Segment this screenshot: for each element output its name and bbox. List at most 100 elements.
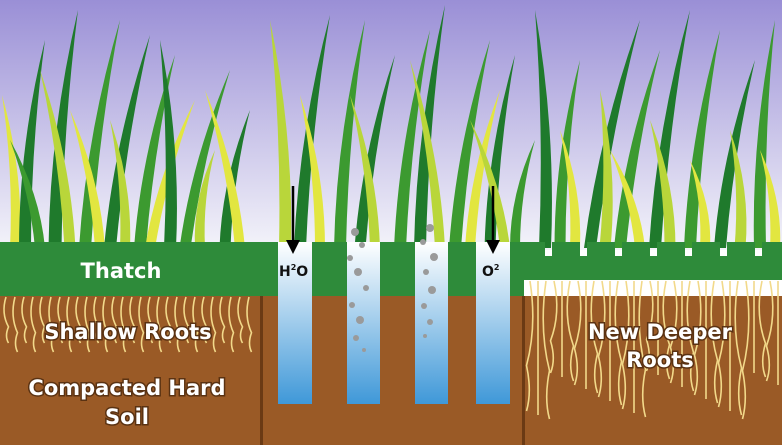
root-strand	[75, 296, 82, 344]
grass-blade	[10, 140, 45, 248]
soil-divider-right	[522, 296, 525, 445]
grass-blade	[410, 60, 445, 248]
grass-blade	[300, 95, 325, 248]
pebble	[354, 268, 362, 276]
pebble	[428, 286, 436, 294]
root-strand	[147, 296, 154, 344]
grass-blade	[354, 55, 395, 248]
aeration-channel-oxygen	[476, 242, 510, 404]
pebble	[427, 319, 433, 325]
compacted-soil-label-line2: Soil	[105, 405, 149, 429]
oxygen-arrow	[486, 186, 500, 254]
soil-divider-left	[260, 296, 263, 445]
root-strand	[597, 280, 606, 398]
root-strand	[138, 296, 145, 353]
pebble	[359, 242, 365, 248]
pebble	[421, 303, 427, 309]
root-strand	[129, 296, 136, 344]
root-strand	[549, 280, 558, 374]
oxygen-label-sup: 2	[494, 263, 500, 272]
root-strand	[686, 280, 695, 392]
pebble	[363, 285, 369, 291]
root-strand	[614, 280, 623, 406]
water-label-sup: 2	[291, 263, 297, 272]
grass-blade	[650, 120, 676, 248]
grass-blade	[465, 90, 500, 248]
root-strand	[237, 296, 244, 344]
water-label-o: O	[296, 264, 308, 280]
grass-blade	[560, 130, 581, 248]
grass-blade	[294, 15, 330, 248]
root-strand	[156, 296, 163, 353]
grass-blade	[470, 120, 510, 248]
root-strand	[645, 280, 654, 372]
thatch-layer-middle	[262, 242, 524, 296]
root-strand	[638, 280, 647, 418]
new-roots-label-line1: New Deeper	[588, 320, 733, 344]
grass-blade	[219, 110, 250, 248]
root-strand	[120, 296, 127, 353]
root-strand	[165, 296, 172, 344]
root-strand	[590, 280, 599, 394]
grass-blade	[110, 120, 131, 248]
pebble	[430, 253, 438, 261]
shallow-roots-label: Shallow Roots	[44, 320, 211, 344]
grass-blade	[48, 10, 78, 248]
compacted-soil-label-line1: Compacted Hard	[28, 376, 225, 400]
root-strand	[192, 296, 199, 353]
pebble	[351, 228, 359, 236]
root-strand	[566, 280, 575, 382]
root-strand	[542, 280, 551, 420]
grass-blade	[194, 150, 215, 248]
root-strand	[21, 296, 28, 344]
soil-core-pebbles	[347, 224, 438, 352]
water-arrow	[286, 186, 300, 254]
roots	[3, 280, 779, 420]
grass-blade	[205, 90, 245, 248]
grass-blade	[334, 20, 365, 248]
thatch-layer-right	[524, 242, 782, 280]
root-strand	[12, 296, 19, 353]
grass-blade	[584, 20, 640, 248]
grass-blade	[684, 30, 720, 248]
grass-blade	[510, 140, 535, 248]
pebble	[353, 335, 359, 341]
root-strand	[669, 280, 678, 384]
grass-blade	[753, 20, 775, 248]
oxygen-label: O2	[482, 263, 499, 280]
root-strand	[219, 296, 226, 344]
pebble	[347, 255, 353, 261]
root-strand	[57, 296, 64, 344]
grass-blade	[614, 50, 660, 248]
grass-blade	[730, 130, 747, 248]
root-strand	[734, 280, 743, 416]
thatch-label: Thatch	[81, 259, 162, 283]
root-strand	[102, 296, 109, 353]
root-strand	[525, 280, 534, 412]
root-strand	[246, 296, 253, 353]
root-strand	[93, 296, 100, 344]
root-strand	[39, 296, 46, 344]
grass-blade	[760, 150, 781, 248]
root-strand	[3, 296, 10, 344]
grass-blade	[70, 110, 105, 248]
grass-blade	[599, 90, 613, 248]
water-label-h: H	[279, 264, 291, 280]
grass-blade	[535, 10, 552, 248]
root-strand	[66, 296, 73, 353]
root-strand	[710, 280, 719, 404]
root-strand	[174, 296, 181, 353]
pebble	[420, 239, 426, 245]
new-roots-label-line2: Roots	[626, 348, 694, 372]
grass-blade	[350, 95, 380, 248]
root-strand	[662, 280, 671, 380]
root-strand	[111, 296, 118, 344]
oxygen-label-o: O	[482, 264, 494, 280]
pebble	[349, 302, 355, 308]
pebble	[423, 269, 429, 275]
root-strand	[693, 280, 702, 396]
grass-blade	[179, 70, 230, 248]
root-strand	[758, 280, 767, 378]
root-strand	[48, 296, 55, 353]
